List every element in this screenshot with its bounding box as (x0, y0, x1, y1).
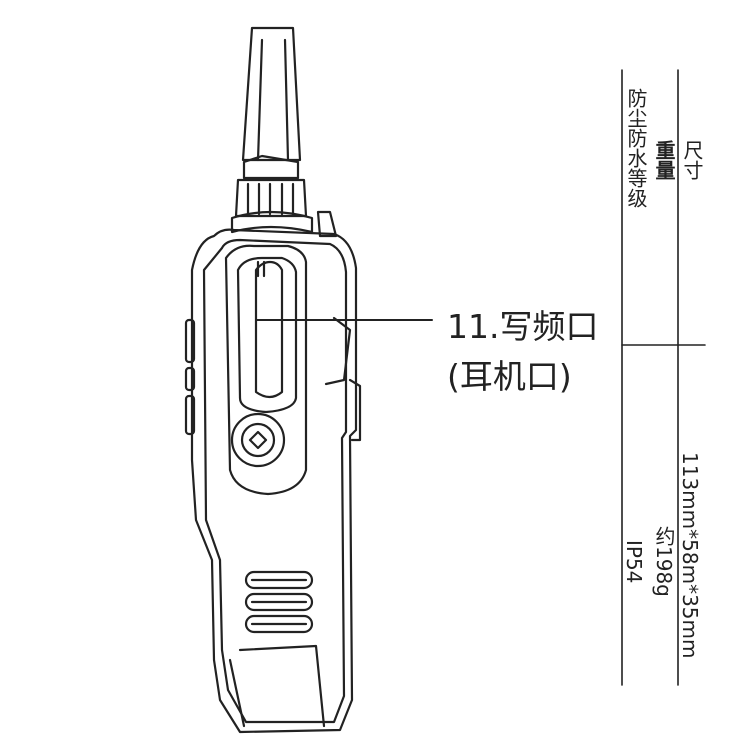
value-size: 113mm*58m*35mm (678, 452, 702, 659)
belt-clip (224, 244, 308, 496)
label-size: 尺寸 (680, 140, 704, 180)
radio-body (190, 228, 358, 734)
callout-subtitle: (耳机口) (447, 357, 572, 396)
label-ip-rating: 防尘防水等级 (624, 88, 648, 208)
battery-edge (228, 644, 326, 728)
value-ip-rating: IP54 (622, 540, 646, 584)
top-right-post (316, 210, 338, 238)
callout-title: 11.写频口 (447, 307, 599, 346)
antenna (241, 26, 302, 162)
grip-bars (244, 570, 314, 634)
spec-table-lines (621, 69, 706, 686)
label-weight: 重量 (652, 140, 676, 180)
right-ridge (324, 316, 362, 442)
value-weight: 约198g (652, 526, 676, 597)
antenna-knob (230, 154, 314, 234)
side-keys (184, 318, 196, 436)
